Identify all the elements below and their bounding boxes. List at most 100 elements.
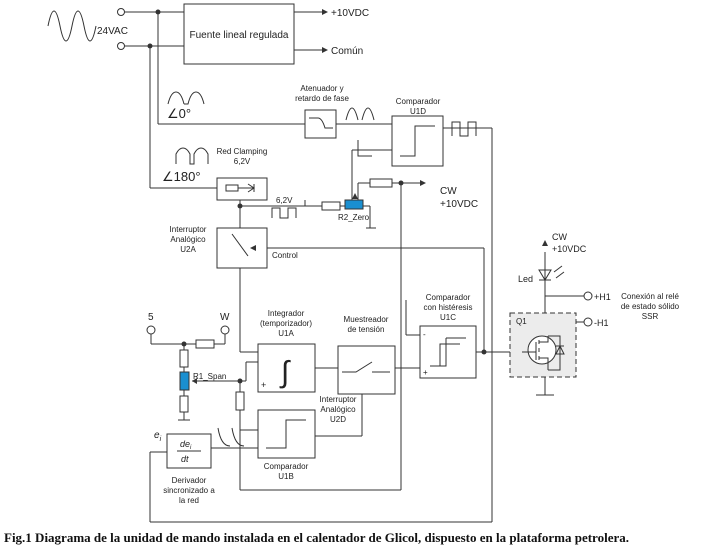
led-label: Led [518, 274, 533, 284]
q1-label: Q1 [516, 317, 527, 326]
r2-zero-label: R2_Zero [338, 213, 370, 222]
resistor-icon [179, 349, 189, 368]
ei-label: ei [154, 430, 162, 443]
led-light-icon [553, 265, 565, 279]
switch-u2a-label-2: Analógico [170, 235, 206, 244]
attenuator-label-2: retardo de fase [295, 94, 349, 103]
body-diode-icon [555, 344, 565, 355]
comparator-u1d-block [391, 115, 444, 167]
hyst-label-1: Comparador [426, 293, 471, 302]
ei-sub: i [160, 436, 162, 443]
hyst-label-2: con histéresis [424, 303, 473, 312]
clamping-block [216, 177, 268, 201]
power-supply-block [183, 3, 295, 65]
integrator-label-2: (temporizador) [260, 319, 312, 328]
integrator-label-3: U1A [278, 329, 294, 338]
comparator-u1b-block [257, 409, 316, 459]
switch-u2a-label-1: Interruptor [170, 225, 207, 234]
square-wave-icon [451, 121, 477, 137]
arrow-10vdc-icon [322, 9, 328, 15]
h1-plus-label: +H1 [594, 292, 611, 302]
led-diode-icon [538, 269, 552, 281]
deriv-num-sub: i [190, 445, 192, 451]
terminal-5-label: 5 [148, 312, 154, 323]
r2-zero-potentiometer [344, 199, 364, 210]
derivator-label-3: la red [179, 496, 199, 505]
comparator-u1b-label-1: Comparador [264, 462, 309, 471]
input-voltage-label: 24VAC [97, 26, 128, 37]
switch-u2a-symbol [231, 233, 249, 257]
derivator-denominator: dt [181, 454, 189, 464]
resistor-icon [369, 178, 393, 188]
cw-label: CW [440, 186, 457, 197]
arrow-common-icon [322, 47, 328, 53]
figure-caption: Fig.1 Diagrama de la unidad de mando ins… [4, 530, 629, 545]
supply-10vdc-label: +10VDC [331, 8, 369, 19]
hyst-comparator-block [419, 325, 477, 379]
pulse-wave-icon [217, 427, 245, 447]
cw2-10vdc-label: +10VDC [552, 244, 587, 254]
comparator-u1d-label-1: Comparador [396, 97, 441, 106]
r1-span-potentiometer [179, 371, 190, 391]
sampler-block [337, 345, 396, 395]
attenuator-label-1: Atenuador y [300, 84, 343, 93]
ei-main: e [154, 430, 160, 441]
comparator-u1b-symbol [266, 419, 306, 449]
cw-10vdc-label: +10VDC [440, 199, 478, 210]
attenuated-wave-icon [345, 107, 375, 121]
junction-dots [147, 9, 487, 384]
ac-sine-icon [47, 10, 97, 42]
plus-sign: + [261, 380, 266, 390]
arrow-up-icon [542, 240, 548, 246]
integrator-block [257, 343, 316, 393]
clamp-zener-icon [238, 183, 255, 193]
switch-u2a-label-3: U2A [180, 245, 196, 254]
resistor-icon [195, 339, 215, 349]
clamped-wave-icon [271, 207, 297, 219]
control-arrow-icon [250, 245, 256, 251]
waveform-180deg-icon [175, 147, 209, 165]
mosfet-symbol [527, 335, 557, 365]
cw2-label: CW [552, 232, 567, 242]
clamping-label-1: Red Clamping [217, 147, 268, 156]
mosfet-leads-icon [522, 335, 561, 371]
h1-minus-label: -H1 [594, 318, 609, 328]
ref-level-icon [357, 140, 372, 157]
hyst-plus: + [423, 368, 428, 377]
sampler-switch-icon [342, 361, 390, 373]
hyst-label-3: U1C [440, 313, 456, 322]
arrow-cw-icon [420, 180, 426, 186]
switch-u2d-label-3: U2D [330, 415, 346, 424]
ssr-label-1: Conexión al relé [621, 292, 679, 301]
level-62-label: 6,2V [276, 196, 293, 205]
derivator-label-2: sincronizado a [163, 486, 215, 495]
sampler-label-2: de tensión [348, 325, 385, 334]
clamp-resistor-icon [225, 184, 239, 192]
ssr-label-3: SSR [642, 312, 659, 321]
angle-180-label: ∠180° [162, 169, 201, 184]
integral-symbol-icon: ∫ [279, 356, 291, 389]
terminal-w-label: W [220, 312, 230, 323]
power-supply-label: Fuente lineal regulada [190, 30, 289, 41]
resistor-icon [321, 201, 341, 211]
resistor-icon [179, 395, 189, 413]
wiper-arrow-icon [352, 193, 358, 199]
control-label: Control [272, 251, 298, 260]
hyst-minus: - [423, 330, 426, 339]
sampler-label-1: Muestreador [344, 315, 389, 324]
angle-0-label: ∠0° [167, 106, 191, 121]
derivator-numerator: dei [180, 439, 192, 451]
waveform-0deg-icon [167, 91, 205, 105]
attenuator-block [304, 109, 337, 139]
comparator-u1d-label-2: U1D [410, 107, 426, 116]
integrator-label-1: Integrador [268, 309, 305, 318]
common-label: Común [331, 46, 363, 57]
attenuator-curve-icon [309, 117, 333, 129]
switch-u2d-label-2: Analógico [320, 405, 356, 414]
ssr-label-2: de estado sólido [621, 302, 680, 311]
derivator-label-1: Derivador [172, 476, 207, 485]
comparator-u1d-symbol [400, 125, 435, 157]
wiper-arrow-icon [192, 378, 197, 384]
r1-span-label: R1_Span [193, 372, 226, 381]
